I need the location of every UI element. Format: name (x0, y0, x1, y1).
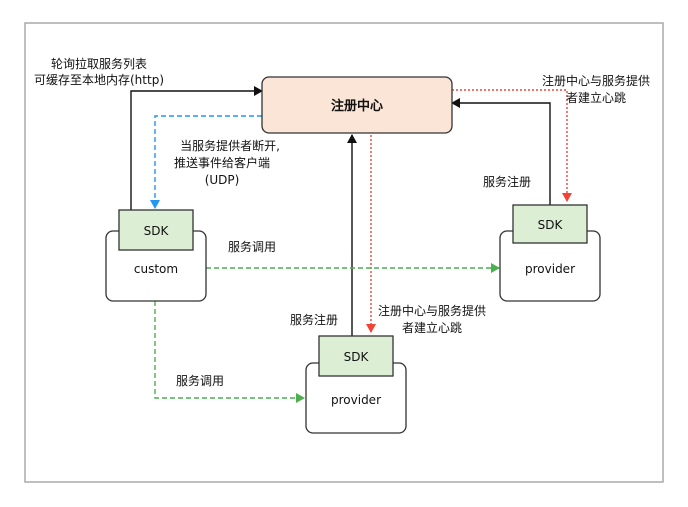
register-right-label: 服务注册 (483, 174, 531, 189)
provider-right-sdk (512, 204, 588, 244)
poll-arrow (130, 86, 263, 210)
push-label-line1: 当服务提供者断开, (180, 138, 280, 153)
heartbeat-right-label-line1: 注册中心与服务提供 (542, 73, 650, 88)
registry-label: 注册中心 (331, 98, 383, 114)
provider-bottom-node: provider SDK (305, 335, 407, 434)
registry-node: 注册中心 (261, 76, 453, 134)
push-label-line3: (UDP) (205, 173, 240, 187)
invoke-right-label: 服务调用 (228, 239, 276, 254)
custom-sdk-label: SDK (144, 224, 170, 238)
poll-label-line2: 可缓存至本地内存(http) (34, 73, 164, 87)
custom-label: custom (134, 262, 178, 276)
heartbeat-bottom-label-line2: 者建立心跳 (402, 320, 462, 335)
provider-bottom-sdk (318, 335, 394, 377)
poll-label-line1: 轮询拉取服务列表 (51, 56, 147, 71)
provider-right-label: provider (525, 262, 575, 276)
provider-right-sdk-label: SDK (538, 218, 564, 232)
provider-bottom-sdk-label: SDK (344, 350, 370, 364)
provider-right-node: provider SDK (499, 204, 601, 302)
push-label-line2: 推送事件给客户端 (174, 155, 270, 170)
custom-node: custom SDK (105, 209, 207, 302)
invoke-arrow-bottom (154, 301, 305, 403)
custom-sdk (118, 209, 194, 251)
provider-bottom-label: provider (331, 393, 381, 407)
heartbeat-bottom-label-line1: 注册中心与服务提供 (378, 303, 486, 318)
invoke-bottom-label: 服务调用 (176, 373, 224, 388)
push-arrow (150, 115, 262, 209)
diagram-frame (24, 22, 664, 483)
heartbeat-arrow-right (452, 89, 572, 202)
heartbeat-right-label-line2: 者建立心跳 (566, 90, 626, 105)
register-arrow-right (451, 98, 551, 205)
register-bottom-label: 服务注册 (290, 312, 338, 327)
